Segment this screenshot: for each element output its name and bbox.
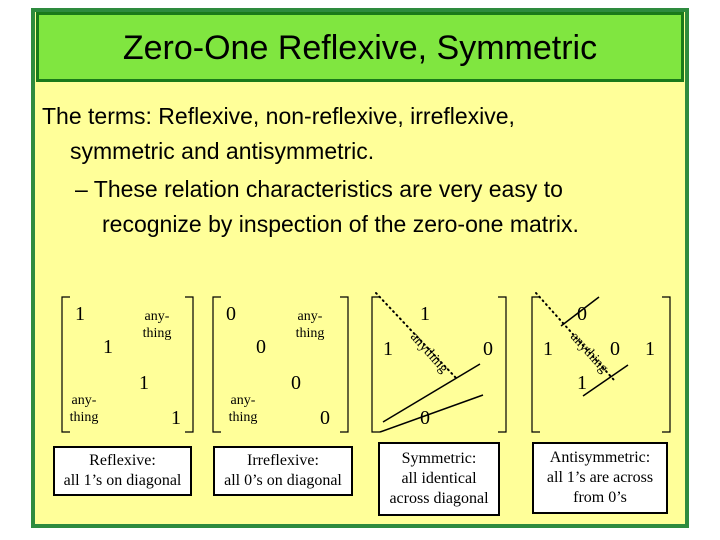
antisymmetric-bottom-value: 1 — [577, 372, 587, 394]
antisymmetric-left-value: 1 — [543, 338, 553, 360]
antisymmetric-caption-line-1: Antisymmetric: — [549, 449, 651, 466]
reflexive-caption-line-2: all 1’s on diagonal — [63, 472, 182, 489]
irreflexive-anything-lower-b: thing — [229, 410, 258, 425]
symmetric-right-value: 0 — [483, 338, 493, 360]
reflexive-anything-upper-b: thing — [143, 326, 172, 341]
symmetric-bottom-value: 0 — [420, 407, 430, 429]
body-line-1: The terms: Reflexive, non-reflexive, irr… — [42, 103, 515, 129]
symmetric-caption-line-3: across diagonal — [389, 490, 489, 507]
title-bar: Zero-One Reflexive, Symmetric — [36, 12, 684, 82]
irreflexive-caption-line-1: Irreflexive: — [247, 452, 319, 469]
antisymmetric-caption-line-2: all 1’s are across — [546, 469, 654, 486]
irreflexive-diag-3: 0 — [291, 372, 301, 394]
reflexive-caption: Reflexive: all 1’s on diagonal — [53, 446, 192, 496]
reflexive-diag-4: 1 — [171, 407, 181, 429]
slide-title: Zero-One Reflexive, Symmetric — [122, 29, 598, 67]
slide-background — [31, 8, 689, 528]
reflexive-diag-1: 1 — [75, 303, 85, 325]
reflexive-diag-3: 1 — [139, 372, 149, 394]
antisymmetric-top-value: 0 — [577, 303, 587, 325]
reflexive-anything-upper-a: any- — [145, 309, 170, 324]
body-line-2: symmetric and antisymmetric. — [70, 138, 375, 164]
reflexive-anything-lower-a: any- — [72, 393, 97, 408]
antisymmetric-right-value-1: 0 — [610, 338, 620, 360]
body-line-3: – These relation characteristics are ver… — [75, 176, 563, 202]
antisymmetric-diagonal-label: anything — [567, 330, 611, 376]
reflexive-matrix: 1 1 1 1 any- thing any- thing — [61, 296, 194, 433]
irreflexive-caption: Irreflexive: all 0’s on diagonal — [213, 446, 353, 496]
antisymmetric-caption-line-3: from 0’s — [573, 489, 627, 506]
antisymmetric-matrix: 0 1 0 1 1 anything — [531, 292, 671, 433]
symmetric-caption: Symmetric: all identical across diagonal — [378, 442, 500, 516]
irreflexive-diag-4: 0 — [320, 407, 330, 429]
reflexive-anything-lower-b: thing — [70, 410, 99, 425]
symmetric-left-value: 1 — [383, 338, 393, 360]
irreflexive-diag-2: 0 — [256, 336, 266, 358]
irreflexive-matrix: 0 0 0 0 any- thing any- thing — [212, 296, 349, 433]
antisymmetric-caption: Antisymmetric: all 1’s are across from 0… — [532, 442, 668, 514]
body-line-4: recognize by inspection of the zero-one … — [102, 211, 579, 237]
antisymmetric-right-value-2: 1 — [645, 338, 655, 360]
symmetric-caption-line-2: all identical — [401, 470, 477, 487]
irreflexive-diag-1: 0 — [226, 303, 236, 325]
symmetric-matrix: 1 1 0 0 anything — [371, 292, 507, 433]
reflexive-caption-line-1: Reflexive: — [89, 452, 156, 469]
irreflexive-caption-line-2: all 0’s on diagonal — [224, 472, 342, 489]
reflexive-diag-2: 1 — [103, 336, 113, 358]
irreflexive-anything-lower-a: any- — [231, 393, 256, 408]
symmetric-caption-line-1: Symmetric: — [401, 450, 477, 467]
irreflexive-anything-upper-b: thing — [296, 326, 325, 341]
symmetric-diagonal-label: anything — [407, 330, 451, 376]
symmetric-top-value: 1 — [420, 303, 430, 325]
irreflexive-anything-upper-a: any- — [298, 309, 323, 324]
